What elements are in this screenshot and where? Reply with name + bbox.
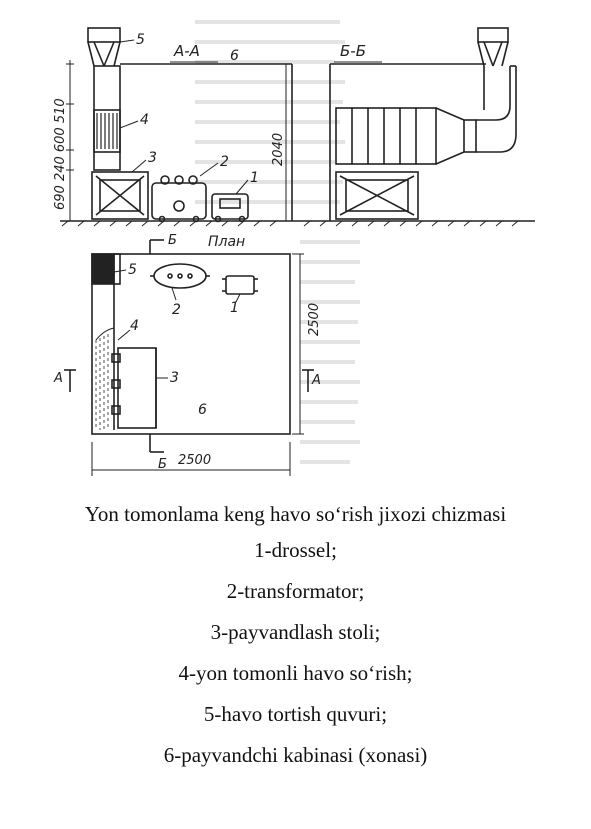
section-b-label: Б-Б xyxy=(340,42,366,60)
label-5-top: 5 xyxy=(136,32,145,48)
section-mark-a-right: А xyxy=(311,373,321,388)
figure-caption: Yon tomonlama keng havo so‘rish jixozi c… xyxy=(0,500,591,782)
legend-item-4: 4-yon tomonli havo so‘rish; xyxy=(178,661,413,685)
section-a-a xyxy=(60,27,300,227)
legend-item-2: 2-transformator; xyxy=(226,579,365,603)
legend-item-5: 5-havo tortish quvuri; xyxy=(203,702,388,726)
caption-title: Yon tomonlama keng havo so‘rish jixozi c… xyxy=(84,502,507,526)
legend-item-3: 3-payvandlash stoli; xyxy=(210,620,381,644)
section-a-label: А-А xyxy=(173,42,200,60)
section-mark-b-bottom: Б xyxy=(158,457,167,472)
section-mark-a-left: А xyxy=(53,371,63,386)
height-dimensions: 690 240 600 510 xyxy=(53,98,68,210)
label-6-plan: 6 xyxy=(198,402,207,418)
dimension-2040: 2040 xyxy=(271,133,286,166)
label-4-plan: 4 xyxy=(130,318,139,334)
background-faded-text xyxy=(195,20,360,464)
label-3-top: 3 xyxy=(148,150,157,166)
label-2-plan: 2 xyxy=(172,302,181,318)
plan-view xyxy=(64,239,314,476)
dimension-2500-horizontal: 2500 xyxy=(178,453,211,468)
legend-item-6: 6-payvandchi kabinasi (xonasi) xyxy=(163,743,428,767)
legend-item-1: 1-drossel; xyxy=(254,538,337,562)
label-6-top: 6 xyxy=(230,48,239,64)
label-4-top: 4 xyxy=(140,112,149,128)
label-5-plan: 5 xyxy=(128,262,137,278)
label-1-plan: 1 xyxy=(230,300,239,316)
section-mark-b-top: Б xyxy=(168,233,177,248)
ground-hatching xyxy=(61,220,277,227)
label-2-top: 2 xyxy=(220,154,229,170)
section-b-b xyxy=(300,27,535,227)
plan-label: План xyxy=(208,234,245,250)
label-3-plan: 3 xyxy=(170,370,179,386)
technical-drawing: А-А Б-Б 6 5 4 3 2 1 690 240 600 510 2040… xyxy=(53,20,535,476)
label-1-top: 1 xyxy=(250,170,259,186)
dimension-2500-vertical: 2500 xyxy=(307,303,322,336)
